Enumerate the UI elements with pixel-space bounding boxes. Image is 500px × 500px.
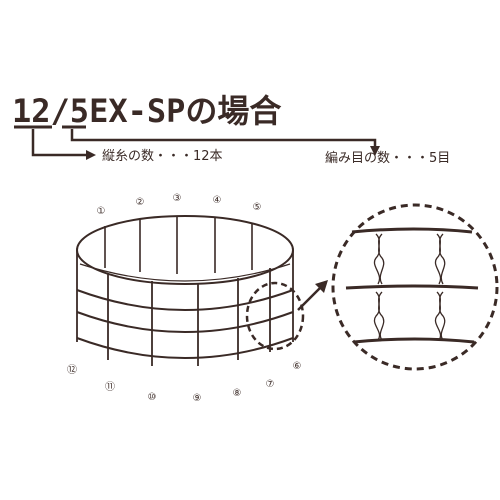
cylinder-net xyxy=(76,215,294,366)
strand-number-7: ⑦ xyxy=(266,379,275,390)
strand-number-10: ⑩ xyxy=(148,392,157,403)
strand-number-5: ⑤ xyxy=(253,202,262,213)
vertical-count-label: 縦糸の数・・・12本 xyxy=(102,149,223,164)
front-row-2 xyxy=(76,311,294,333)
strand-number-8: ⑧ xyxy=(233,388,242,399)
zoom-braid-right xyxy=(434,233,446,341)
title: 12/5EX-SPの場合 xyxy=(12,92,281,130)
strand-number-2: ② xyxy=(136,197,145,208)
inner-rim-line xyxy=(79,263,291,282)
front-row-1 xyxy=(76,289,294,311)
strand-number-6: ⑥ xyxy=(293,361,302,372)
top-rim xyxy=(76,215,294,285)
strand-number-labels: ① ② ③ ④ ⑤ ⑥ ⑦ ⑧ ⑨ ⑩ ⑪ ⑫ xyxy=(67,193,301,404)
zoom-row-3 xyxy=(353,337,475,344)
bottom-rim xyxy=(76,337,294,359)
zoom-detail xyxy=(331,203,499,371)
strand-number-9: ⑨ xyxy=(193,393,202,404)
strand-number-11: ⑪ xyxy=(105,381,115,393)
arrow-to-mesh-count xyxy=(70,129,380,156)
zoom-braid-left xyxy=(373,233,385,341)
strand-number-12: ⑫ xyxy=(67,364,77,376)
zoom-row-1 xyxy=(351,227,473,234)
strand-number-3: ③ xyxy=(173,193,182,204)
zoom-arrow xyxy=(297,280,328,311)
highlight-ellipse xyxy=(245,281,305,351)
arrow-to-vertical-count xyxy=(31,129,96,160)
zoom-row-2 xyxy=(345,284,479,290)
strand-number-4: ④ xyxy=(213,195,222,206)
mesh-count-label: 編み目の数・・・5目 xyxy=(325,150,450,166)
strand-number-1: ① xyxy=(97,206,106,217)
